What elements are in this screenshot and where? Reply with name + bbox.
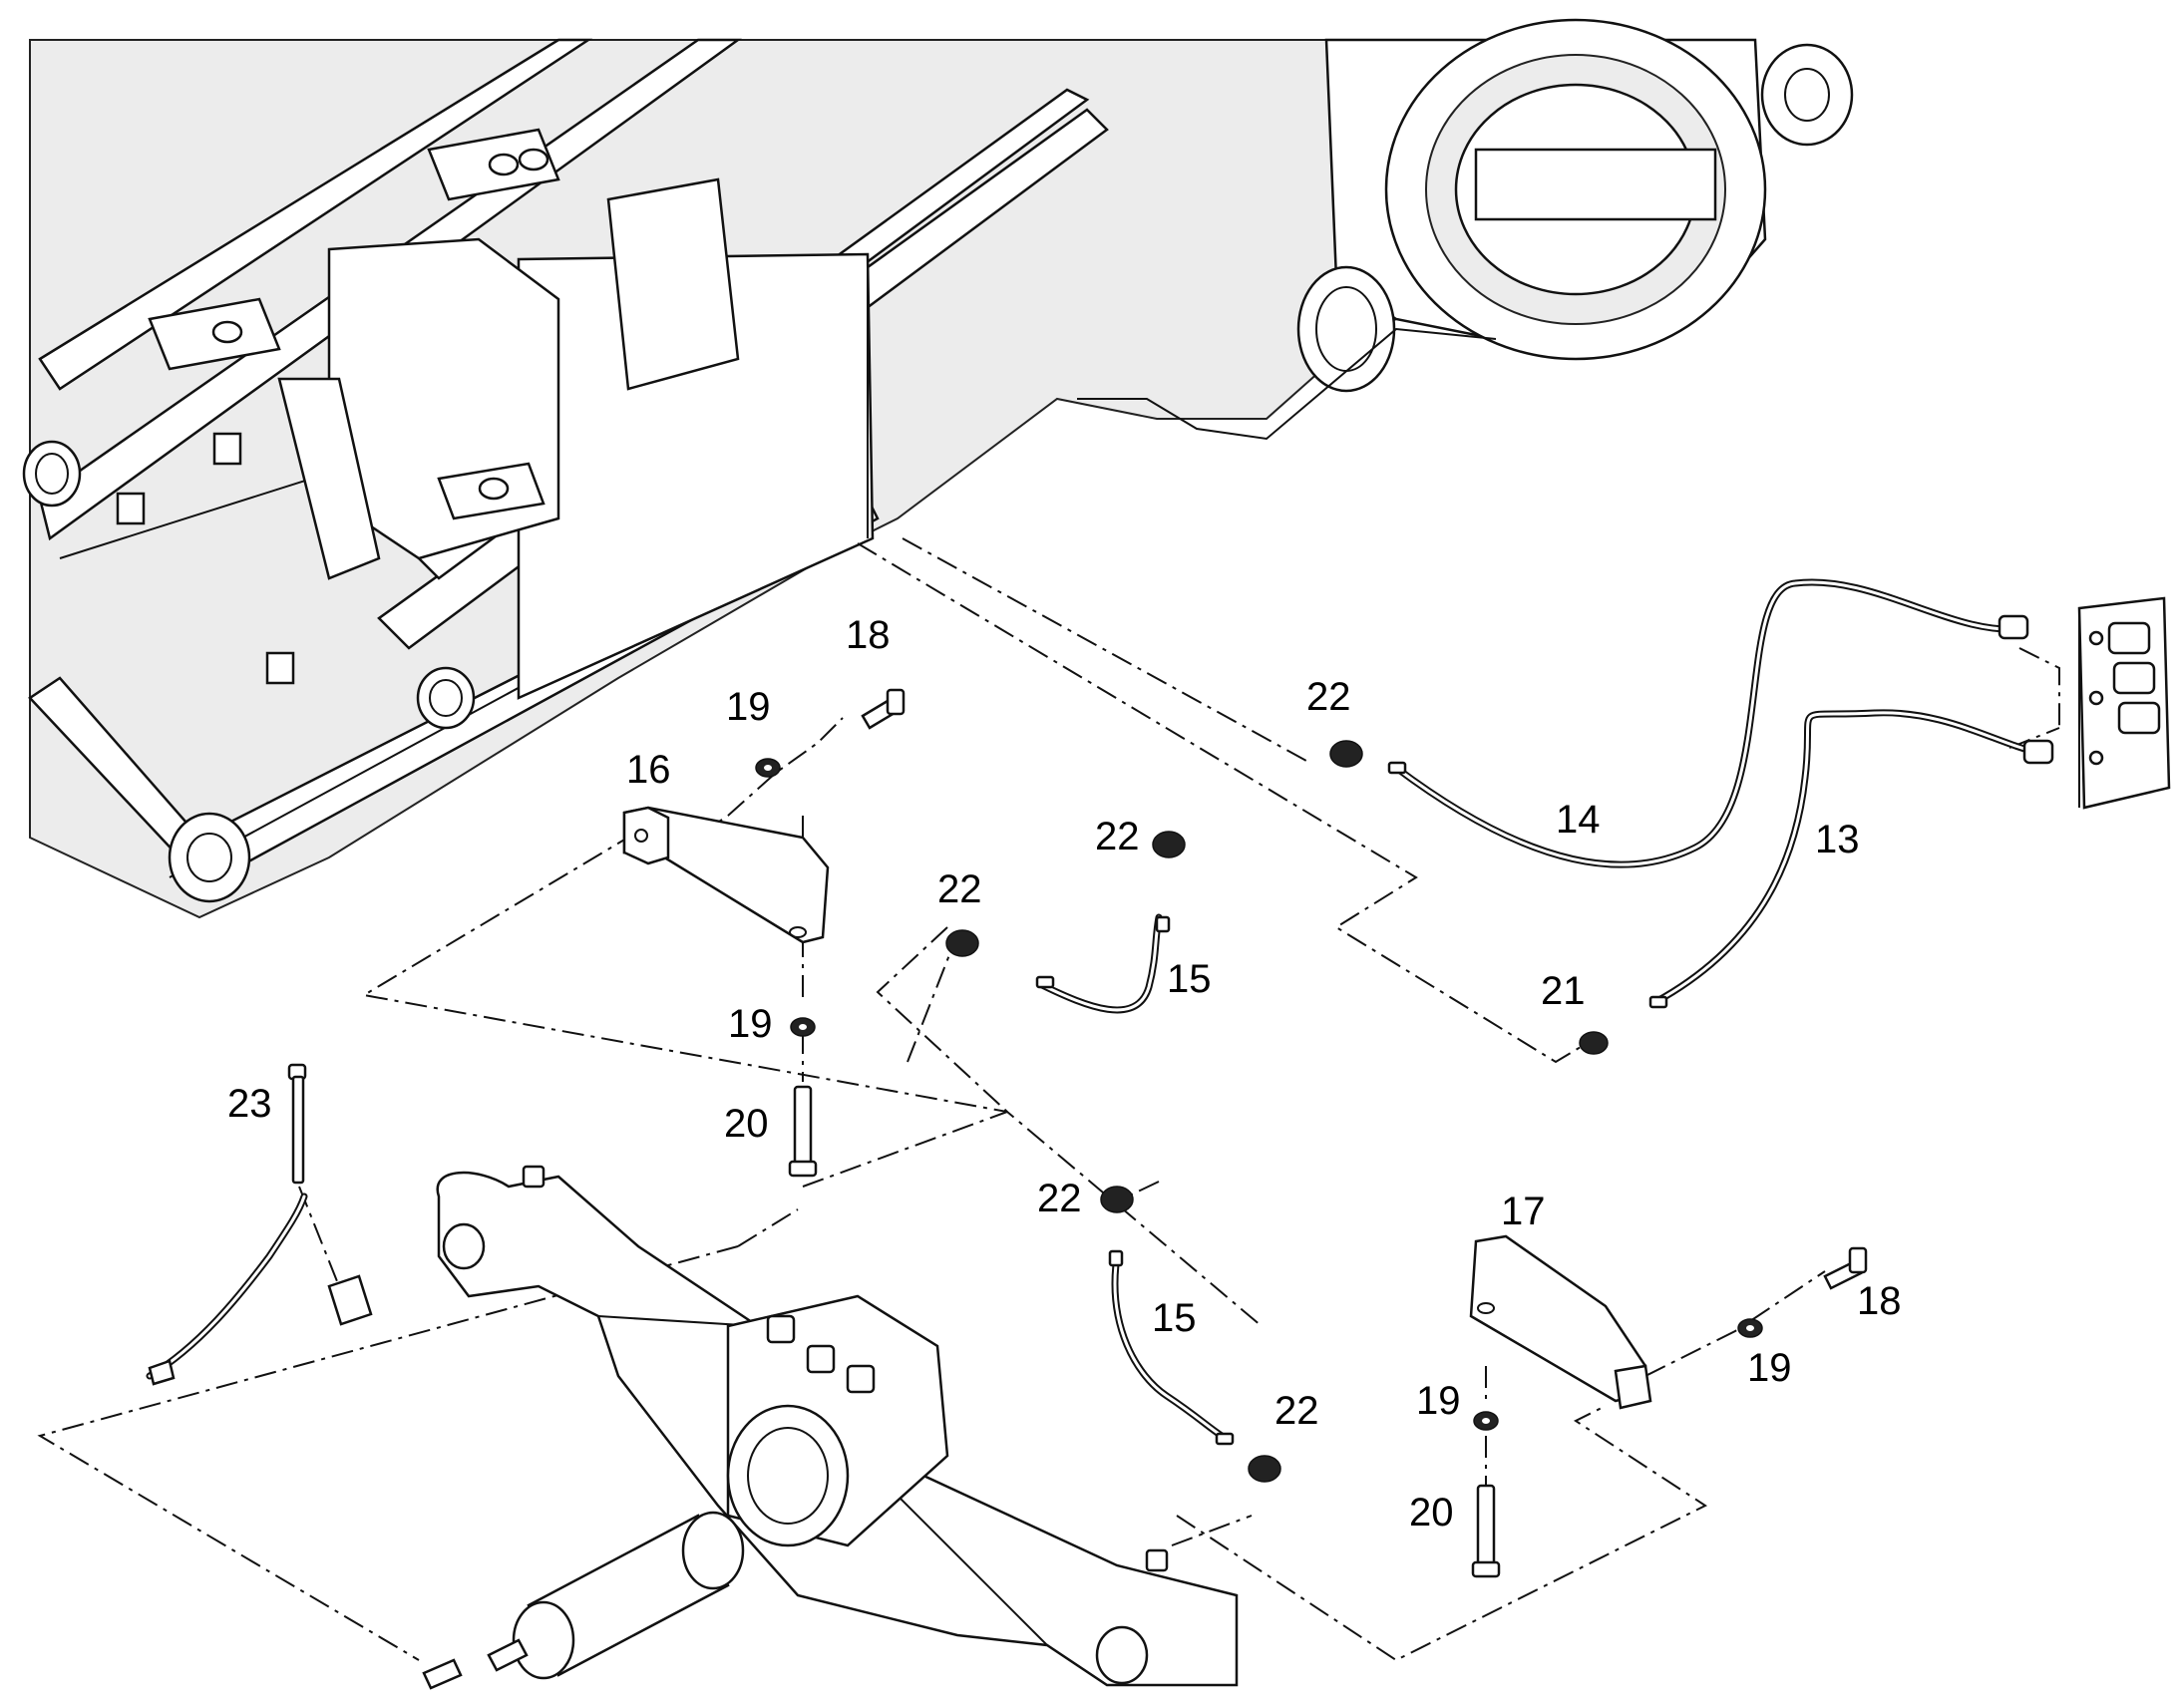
hose-15-lower [1111,1252,1226,1440]
callout-labels: 18 19 16 22 14 13 22 22 15 21 19 23 20 2… [227,613,1902,1535]
callout-22-lower: 22 [1037,1177,1082,1220]
valve-block [1998,596,2171,810]
callout-16: 16 [626,748,671,792]
bolt-23 [287,1063,307,1185]
sensor-23 [148,1274,373,1386]
washer-19-right [1737,1318,1763,1338]
hose-15-upper [1038,913,1163,1014]
leader-lines [37,537,2060,1662]
callout-15-upper: 15 [1167,957,1212,1001]
callout-17: 17 [1501,1190,1546,1233]
washer-19-middle [790,1017,816,1037]
washer-19-upper [755,758,781,778]
sensor-cable-23 [146,1193,308,1380]
washer-19-lower [1473,1411,1499,1431]
callout-19-right: 19 [1747,1346,1792,1390]
fitting-22-e [1215,1432,1281,1483]
pivot-pin [512,1511,745,1680]
bracket-16 [622,806,830,944]
hose-end-fittings [422,1638,529,1690]
fitting-22-a [1329,740,1407,775]
callout-22-hose-top: 22 [1095,815,1140,858]
fitting-22-b [1152,831,1186,933]
fitting-22-c [945,929,1055,989]
callout-18-upper: 18 [846,613,891,657]
callout-13: 13 [1815,818,1860,861]
swing-arm [436,1165,1239,1687]
hose-14 [1392,578,2028,868]
machine-frame [22,18,1854,919]
bolt-18-upper [861,688,906,730]
callout-21: 21 [1541,969,1586,1013]
callout-22-bottom: 22 [1274,1389,1319,1433]
bolt-18-lower [1823,1246,1868,1290]
callout-19-middle: 19 [728,1002,773,1046]
callout-20-upper: 20 [724,1102,769,1146]
callout-18-lower: 18 [1857,1279,1902,1323]
hose-13 [1651,709,2043,1006]
fitting-22-d [1100,1186,1134,1267]
callout-20-lower: 20 [1409,1491,1454,1535]
callout-14: 14 [1556,798,1601,842]
callout-15-lower: 15 [1152,1296,1197,1340]
callout-23: 23 [227,1082,272,1126]
fitting-21 [1579,995,1668,1055]
callout-19-lower: 19 [1416,1379,1461,1423]
bolt-20-lower [1471,1484,1501,1578]
callout-22-hose-left: 22 [937,867,982,911]
bracket-17 [1469,1234,1652,1410]
callout-19-upper: 19 [726,685,771,729]
bolt-20-upper [788,1085,818,1178]
callout-22-top-right: 22 [1306,675,1351,719]
